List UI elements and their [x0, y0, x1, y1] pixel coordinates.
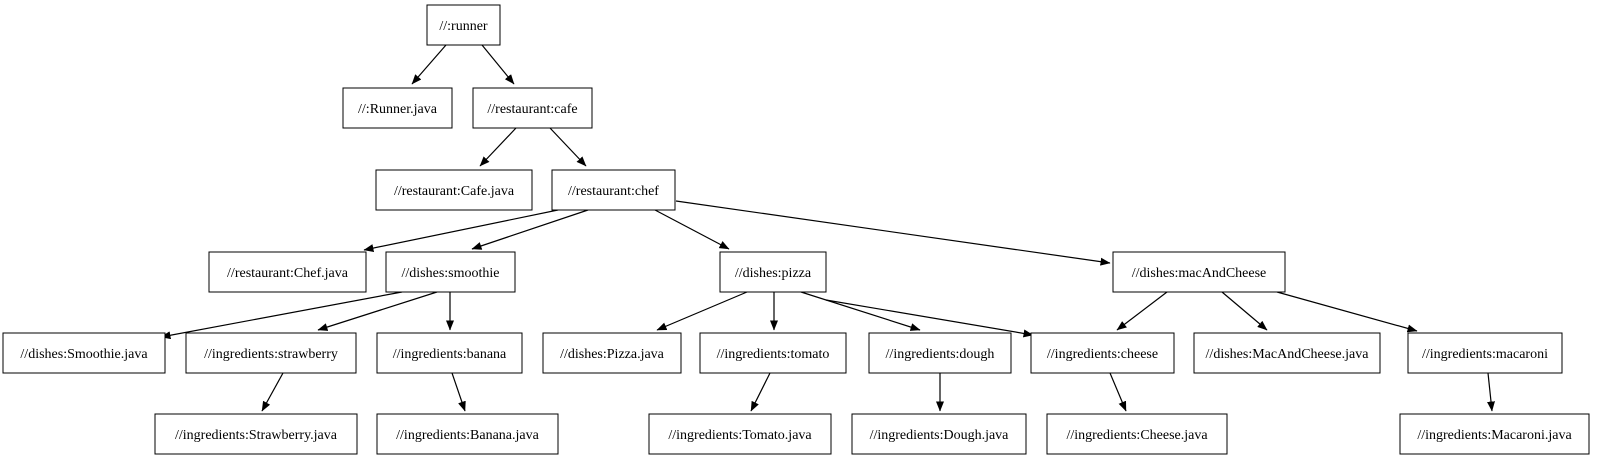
edge-cafe-to-cafe-java: [479, 127, 517, 167]
graph-node-box-tomato: [699, 332, 847, 374]
edge-pizza-to-dough: [800, 291, 921, 331]
edge-macaroni-to-macaroni-java: [1487, 372, 1495, 412]
graph-node-label-cafe-java: //restaurant:Cafe.java: [394, 184, 515, 199]
graph-node-box-macaroni: [1407, 332, 1563, 374]
graph-node-label-dough-java: //ingredients:Dough.java: [870, 428, 1010, 443]
edge-smoothie-to-smoothie-java: [160, 291, 403, 340]
graph-node-box-macaroni-java: [1399, 413, 1590, 455]
edge-cafe-to-chef: [549, 127, 587, 167]
graph-node-box-runner: [426, 4, 501, 46]
edge-mac-and-cheese-to-macaroni: [1276, 291, 1418, 333]
graph-node-box-cheese: [1030, 332, 1175, 374]
graph-node-banana-java: //ingredients:Banana.java: [376, 413, 559, 455]
graph-node-cheese: //ingredients:cheese: [1030, 332, 1175, 374]
graph-node-box-mac-and-cheese: [1112, 251, 1286, 293]
graph-node-label-macaroni: //ingredients:macaroni: [1422, 347, 1548, 362]
edge-chef-to-smoothie: [471, 209, 589, 250]
graph-node-box-tomato-java: [648, 413, 832, 455]
graph-node-box-strawberry-java: [154, 413, 358, 455]
graph-node-box-dough-java: [851, 413, 1027, 455]
graph-node-box-smoothie: [385, 251, 516, 293]
edge-strawberry-to-strawberry-java: [261, 372, 284, 412]
graph-node-box-chef: [551, 169, 676, 211]
graph-node-box-smoothie-java: [2, 332, 166, 374]
graph-node-strawberry-java: //ingredients:Strawberry.java: [154, 413, 358, 455]
graph-node-box-banana: [376, 332, 523, 374]
graph-node-label-dough: //ingredients:dough: [886, 347, 995, 362]
graph-node-label-pizza: //dishes:pizza: [735, 266, 812, 281]
graph-node-label-macaroni-java: //ingredients:Macaroni.java: [1417, 428, 1572, 443]
graph-node-label-mac-and-cheese-java: //dishes:MacAndCheese.java: [1206, 347, 1370, 362]
graph-node-label-runner-java: //:Runner.java: [358, 102, 438, 117]
graph-node-label-mac-and-cheese: //dishes:macAndCheese: [1132, 266, 1267, 281]
graph-node-label-runner: //:runner: [439, 19, 488, 34]
graph-node-label-tomato-java: //ingredients:Tomato.java: [668, 428, 812, 443]
graph-node-cafe-java: //restaurant:Cafe.java: [375, 169, 533, 211]
graph-node-dough: //ingredients:dough: [868, 332, 1012, 374]
graph-node-mac-and-cheese-java: //dishes:MacAndCheese.java: [1193, 332, 1381, 374]
graph-node-label-cheese-java: //ingredients:Cheese.java: [1066, 428, 1208, 443]
edge-runner-to-runner-java: [411, 44, 447, 85]
graph-node-label-banana-java: //ingredients:Banana.java: [396, 428, 539, 443]
graph-node-chef: //restaurant:chef: [551, 169, 676, 211]
graph-node-smoothie-java: //dishes:Smoothie.java: [2, 332, 166, 374]
graph-node-box-runner-java: [342, 87, 453, 129]
graph-node-label-strawberry-java: //ingredients:Strawberry.java: [175, 428, 338, 443]
edge-chef-to-chef-java: [363, 209, 559, 252]
edges-layer: [160, 44, 1495, 412]
graph-node-box-mac-and-cheese-java: [1193, 332, 1381, 374]
edge-pizza-to-pizza-java: [656, 291, 748, 331]
graph-node-pizza-java: //dishes:Pizza.java: [542, 332, 682, 374]
graph-node-label-strawberry: //ingredients:strawberry: [204, 347, 338, 362]
graph-node-box-pizza: [719, 251, 827, 293]
edge-cheese-to-cheese-java: [1109, 372, 1127, 412]
graph-node-label-banana: //ingredients:banana: [393, 347, 507, 362]
graph-node-chef-java: //restaurant:Chef.java: [208, 251, 367, 293]
graph-node-tomato: //ingredients:tomato: [699, 332, 847, 374]
nodes-layer: //:runner //:Runner.java //restaurant:cafe…: [2, 4, 1590, 455]
graph-node-box-dough: [868, 332, 1012, 374]
graph-node-label-tomato: //ingredients:tomato: [717, 347, 830, 362]
graph-node-box-strawberry: [185, 332, 357, 374]
graph-node-dough-java: //ingredients:Dough.java: [851, 413, 1027, 455]
graph-node-box-cheese-java: [1046, 413, 1228, 455]
graph-node-box-banana-java: [376, 413, 559, 455]
graph-node-box-chef-java: [208, 251, 367, 293]
graph-node-box-cafe-java: [375, 169, 533, 211]
graph-node-label-smoothie: //dishes:smoothie: [402, 266, 500, 281]
graph-node-label-cheese: //ingredients:cheese: [1047, 347, 1158, 362]
graph-node-label-smoothie-java: //dishes:Smoothie.java: [20, 347, 148, 362]
graph-node-smoothie: //dishes:smoothie: [385, 251, 516, 293]
graph-node-banana: //ingredients:banana: [376, 332, 523, 374]
graph-node-pizza: //dishes:pizza: [719, 251, 827, 293]
graph-node-label-chef: //restaurant:chef: [568, 184, 659, 199]
edge-chef-to-mac-and-cheese: [675, 200, 1111, 266]
edge-pizza-to-cheese: [825, 299, 1034, 338]
edge-mac-and-cheese-to-cheese: [1116, 291, 1168, 331]
graph-node-macaroni-java: //ingredients:Macaroni.java: [1399, 413, 1590, 455]
graph-node-strawberry: //ingredients:strawberry: [185, 332, 357, 374]
edge-chef-to-pizza: [654, 209, 730, 250]
graph-node-runner-java: //:Runner.java: [342, 87, 453, 129]
edge-smoothie-to-strawberry: [317, 291, 438, 331]
graph-node-runner: //:runner: [426, 4, 501, 46]
graph-node-label-chef-java: //restaurant:Chef.java: [227, 266, 349, 281]
edge-mac-and-cheese-to-mac-and-cheese-java: [1221, 291, 1268, 331]
graph-node-label-cafe: //restaurant:cafe: [487, 102, 577, 117]
graph-node-box-pizza-java: [542, 332, 682, 374]
edge-banana-to-banana-java: [451, 372, 466, 412]
graph-node-cafe: //restaurant:cafe: [472, 87, 593, 129]
edge-runner-to-cafe: [481, 44, 515, 85]
graph-node-tomato-java: //ingredients:Tomato.java: [648, 413, 832, 455]
graph-node-mac-and-cheese: //dishes:macAndCheese: [1112, 251, 1286, 293]
graph-node-box-cafe: [472, 87, 593, 129]
graph-node-macaroni: //ingredients:macaroni: [1407, 332, 1563, 374]
graph-node-label-pizza-java: //dishes:Pizza.java: [560, 347, 665, 362]
graph-node-cheese-java: //ingredients:Cheese.java: [1046, 413, 1228, 455]
edge-tomato-to-tomato-java: [750, 372, 771, 412]
